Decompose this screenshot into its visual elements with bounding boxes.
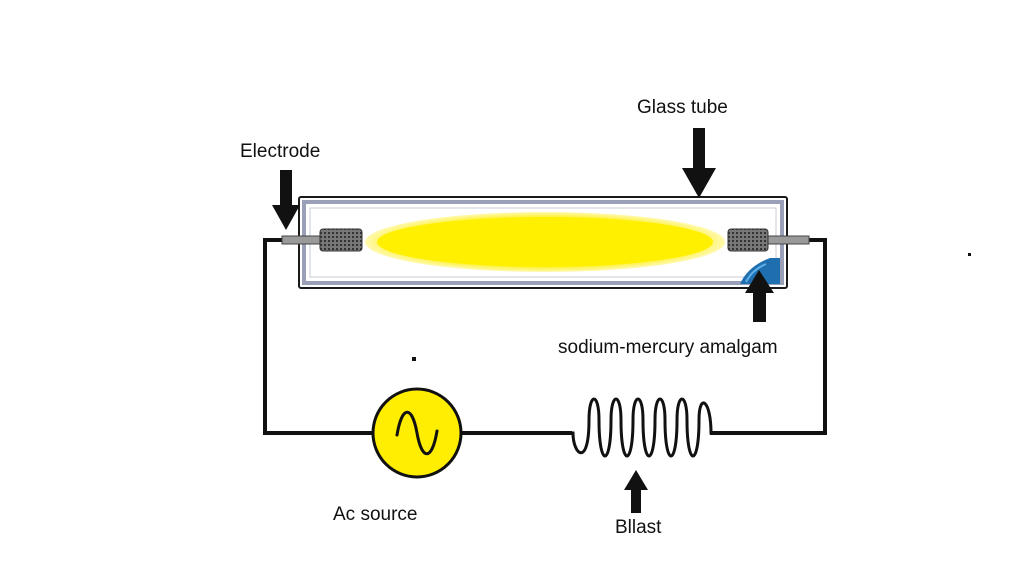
amalgam-arrow <box>745 270 774 322</box>
up-arrow-icon <box>624 470 648 513</box>
ac-source <box>371 387 463 479</box>
ballast-arrow <box>624 470 648 513</box>
up-arrow-icon <box>745 270 774 322</box>
ballast-coil <box>570 397 713 458</box>
ac-source-label: Ac source <box>333 504 418 525</box>
right-electrode <box>727 228 769 252</box>
electrode-arrow <box>272 170 300 230</box>
glow-core <box>377 217 713 267</box>
stray-dot <box>412 357 416 361</box>
ballast-label: Bllast <box>615 517 662 538</box>
amalgam-label: sodium-mercury amalgam <box>558 337 778 358</box>
circuit-wire <box>263 238 827 435</box>
down-arrow-icon <box>682 128 716 198</box>
electrode-label: Electrode <box>240 141 321 162</box>
glass-tube-label: Glass tube <box>637 97 728 118</box>
glass-tube-arrow <box>682 128 716 198</box>
left-electrode <box>319 228 363 252</box>
down-arrow-icon <box>272 170 300 230</box>
sine-wave-icon <box>395 410 439 456</box>
amalgam-deposit <box>740 258 780 284</box>
stray-dot <box>968 253 971 256</box>
